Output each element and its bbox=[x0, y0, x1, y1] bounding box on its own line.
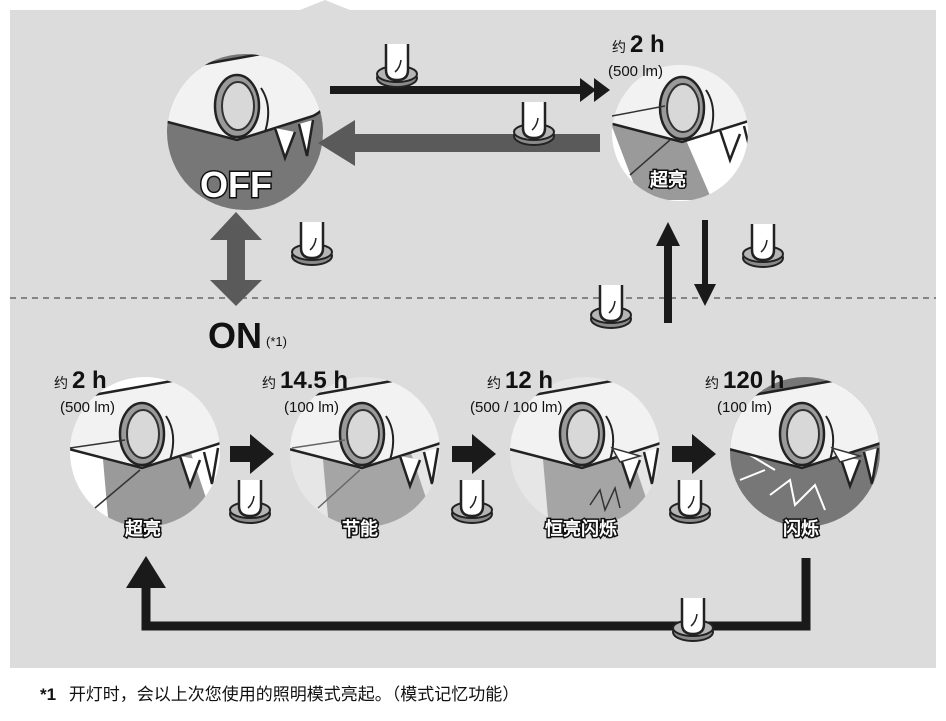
top-super-bright-circle: 超亮 bbox=[611, 65, 748, 201]
next-mode-arrow-1 bbox=[230, 434, 274, 474]
footnote: *1 开灯时，会以上次您使用的照明模式亮起。（模式记忆功能） bbox=[40, 684, 519, 704]
approx-label: 约 bbox=[612, 39, 626, 55]
lumens-label: (500 / 100 lm) bbox=[470, 399, 563, 416]
mode-label: 闪烁 bbox=[783, 518, 819, 539]
next-mode-arrow-3 bbox=[672, 434, 716, 474]
mode-circle-3: 恒亮闪烁 bbox=[510, 377, 660, 541]
footnote-text: 开灯时，会以上次您使用的照明模式亮起。（模式记忆功能） bbox=[69, 684, 520, 704]
mode-circle-1: 超亮 bbox=[69, 377, 220, 541]
approx-label: 约 bbox=[487, 375, 501, 391]
off-circle: OFF bbox=[167, 54, 323, 210]
mode-info-4: 约 120 h (100 lm) bbox=[705, 367, 784, 416]
on-label: ON bbox=[208, 315, 262, 356]
lumens-label: (100 lm) bbox=[284, 399, 339, 416]
approx-label: 约 bbox=[262, 375, 276, 391]
off-label: OFF bbox=[200, 164, 272, 205]
mode-label: 超亮 bbox=[650, 169, 686, 190]
lumens-label: (500 lm) bbox=[608, 63, 663, 80]
approx-label: 约 bbox=[705, 375, 719, 391]
mode-circle-2: 节能 bbox=[290, 377, 440, 541]
on-note: (*1) bbox=[266, 334, 287, 349]
mode-info-2: 约 14.5 h (100 lm) bbox=[262, 367, 348, 416]
mode-info-3: 约 12 h (500 / 100 lm) bbox=[470, 367, 563, 416]
lumens-label: (100 lm) bbox=[717, 399, 772, 416]
lumens-label: (500 lm) bbox=[60, 399, 115, 416]
approx-label: 约 bbox=[54, 375, 68, 391]
down-arrow bbox=[694, 220, 716, 306]
duration-label: 12 h bbox=[505, 367, 553, 394]
off-to-super-arrow bbox=[330, 78, 610, 102]
duration-label: 2 h bbox=[72, 367, 107, 394]
mode-label: 恒亮闪烁 bbox=[545, 518, 617, 539]
duration-label: 2 h bbox=[630, 31, 665, 58]
up-arrow bbox=[656, 222, 680, 323]
mode-label: 节能 bbox=[342, 518, 378, 539]
duration-label: 120 h bbox=[723, 367, 784, 394]
mode-label: 超亮 bbox=[125, 518, 161, 539]
footnote-marker: *1 bbox=[40, 685, 56, 704]
duration-label: 14.5 h bbox=[280, 367, 348, 394]
mode-info-1: 约 2 h (500 lm) bbox=[54, 367, 115, 416]
on-off-arrow bbox=[210, 212, 262, 306]
return-loop-arrow bbox=[126, 556, 811, 631]
mode-circle-4: 闪烁 bbox=[730, 377, 880, 541]
next-mode-arrow-2 bbox=[452, 434, 496, 474]
